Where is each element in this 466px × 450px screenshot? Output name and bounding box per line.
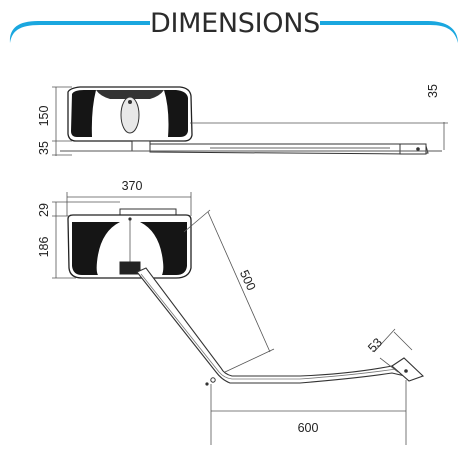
dim-ext-53-b: [393, 331, 413, 351]
dim-label-150: 150: [37, 106, 51, 127]
dim-ext-53-a: [379, 357, 399, 373]
dim-label-29: 29: [37, 203, 51, 217]
header-swoosh-left: [9, 21, 160, 43]
dim-label-35-arm: 35: [426, 84, 440, 98]
dim-label-53: 53: [365, 335, 385, 355]
side-view-dark-panel-right: [164, 90, 188, 137]
top-view-arm-inner: [140, 273, 397, 380]
header-banner: [9, 21, 458, 43]
side-view-dimension-lines: [52, 86, 448, 156]
top-view-center-dot: [128, 217, 132, 221]
side-view-arm: [149, 143, 429, 155]
side-view-dark-panel-left: [71, 90, 96, 137]
top-view: [67, 208, 425, 386]
dim-line-53: [373, 328, 396, 353]
dim-label-370: 370: [122, 179, 143, 193]
top-view-bracket-pin: [404, 369, 408, 373]
side-view-top-band: [96, 90, 164, 99]
top-view-bracket: [391, 357, 425, 382]
dim-ext-500-top: [183, 209, 211, 233]
side-view-arm-pin: [416, 147, 420, 151]
dim-label-600: 600: [298, 421, 319, 435]
top-view-arm-joint: [210, 377, 216, 383]
dim-label-186: 186: [37, 237, 51, 258]
top-view-arm-joint-2: [205, 382, 209, 386]
top-view-arm: [136, 267, 421, 384]
dim-label-500: 500: [237, 268, 259, 293]
side-view-base-block: [131, 140, 151, 152]
side-view-lens: [120, 96, 140, 134]
side-view-arm-end: [399, 143, 427, 155]
top-view-dimension-lines: [52, 192, 413, 445]
page-title: DIMENSIONS: [150, 2, 320, 46]
top-view-dark-left: [72, 222, 120, 275]
top-view-dark-right: [140, 222, 187, 275]
dim-label-35-side-base: 35: [37, 141, 51, 155]
dim-line-500: [207, 211, 271, 353]
header-swoosh-right: [312, 21, 458, 43]
side-view-lens-dot: [128, 100, 132, 104]
top-view-pivot: [119, 261, 141, 275]
dim-ext-500-bottom: [224, 348, 275, 373]
side-view: [60, 86, 442, 155]
